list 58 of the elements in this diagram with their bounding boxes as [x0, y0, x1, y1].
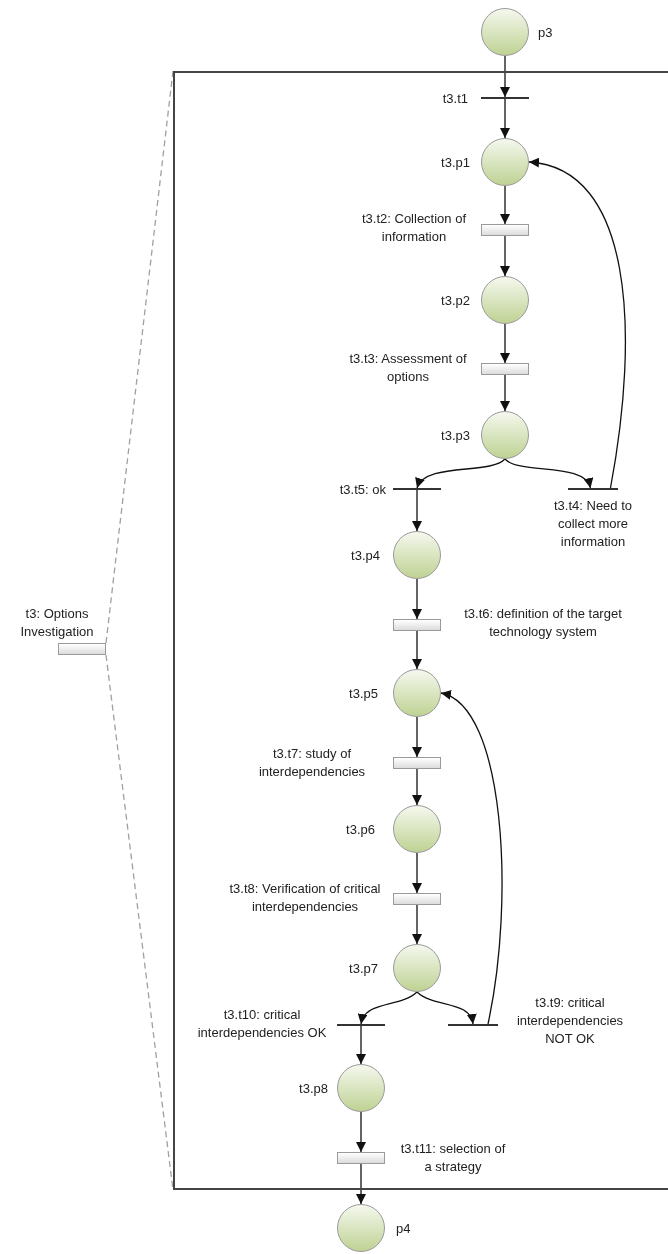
arc-arrow: [500, 374, 510, 412]
transition-label: t3.t7: study of interdependencies: [257, 745, 367, 781]
transition-label: t3.t11: selection of a strategy: [399, 1140, 507, 1176]
place-label: t3.p8: [298, 1080, 328, 1098]
place-label: p4: [396, 1220, 412, 1238]
arc-arrow: [528, 159, 626, 489]
transition-bar: [393, 893, 441, 905]
arc-arrow: [412, 716, 422, 758]
arc-arrow: [440, 692, 503, 1025]
place-label: t3.p2: [440, 292, 470, 310]
transition-bar: [393, 619, 441, 631]
arc-arrow: [500, 98, 510, 139]
place-label: t3.p7: [348, 960, 378, 978]
transition-label: t3.t2: Collection of information: [360, 210, 468, 246]
transition-label: t3: Options Investigation: [19, 605, 95, 641]
transition-line: [448, 1024, 498, 1026]
transition-label: t3.t4: Need to collect more information: [552, 497, 634, 551]
arc-arrow: [504, 458, 592, 489]
arc-arrow: [412, 904, 422, 945]
arc-arrow: [412, 489, 422, 532]
subnet-frame: [173, 71, 668, 1190]
transition-bar: [337, 1152, 385, 1164]
place-label: t3.p3: [440, 427, 470, 445]
arc-arrow: [500, 55, 510, 98]
transition-line: [337, 1024, 385, 1026]
transition-bar: [481, 363, 529, 375]
arc-arrow: [412, 852, 422, 894]
transition-label: t3.t9: critical interdependencies NOT OK: [515, 994, 625, 1048]
transition-label: t3.t8: Verification of critical interdependencies: [228, 880, 382, 916]
arc-arrow: [356, 1163, 366, 1205]
transition-bar: [58, 643, 106, 655]
place-label: t3.p5: [348, 685, 378, 703]
transition-line: [481, 97, 529, 99]
transition-line: [568, 488, 618, 490]
transition-label: t3.t10: critical interdependencies OK: [196, 1006, 328, 1042]
arc-arrow: [412, 630, 422, 670]
transition-label: t3.t3: Assessment of options: [348, 350, 468, 386]
arc-arrow: [500, 323, 510, 364]
arc-arrow: [359, 991, 418, 1025]
arc-arrow: [412, 768, 422, 806]
place-label: p3: [538, 24, 554, 42]
arc-arrow: [412, 578, 422, 620]
place-label: t3.p6: [345, 821, 375, 839]
transition-bar: [393, 757, 441, 769]
dashed-zoom-line: [105, 70, 174, 644]
transition-label: t3.t6: definition of the target technology system: [463, 605, 623, 641]
arc-arrow: [356, 1111, 366, 1153]
place-label: t3.p4: [350, 547, 380, 565]
arc-arrow: [356, 1025, 366, 1065]
transition-label: t3.t1: [441, 90, 468, 108]
place-label: t3.p1: [440, 154, 470, 172]
transition-line: [393, 488, 441, 490]
arc-arrow: [416, 458, 506, 489]
arc-arrow: [500, 185, 510, 225]
arc-arrow: [500, 235, 510, 277]
transition-label: t3.t5: ok: [338, 481, 386, 499]
transition-bar: [481, 224, 529, 236]
arc-arrow: [416, 991, 476, 1025]
